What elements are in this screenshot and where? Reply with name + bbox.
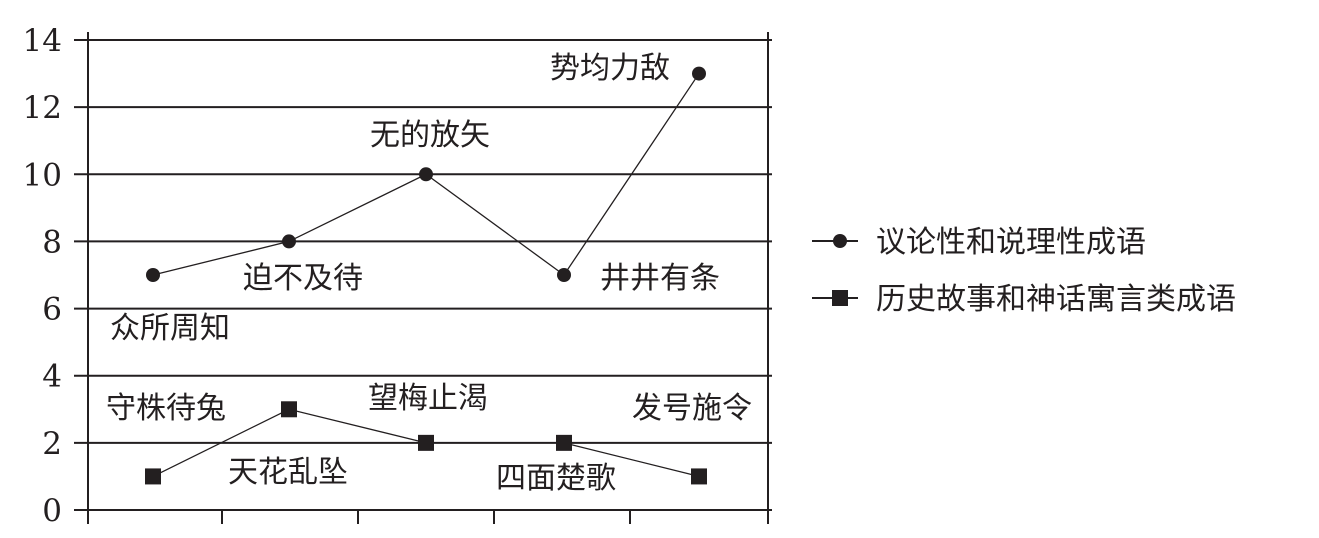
data-point-square (281, 401, 297, 418)
y-tick-label: 12 (23, 90, 62, 126)
legend-marker-square (832, 290, 848, 306)
data-point-circle (282, 234, 296, 249)
data-point-circle (146, 268, 160, 282)
data-point-square (145, 468, 161, 485)
point-label: 发号施令 (632, 391, 752, 426)
point-label: 井井有条 (600, 261, 720, 296)
point-label: 望梅止渴 (368, 381, 488, 416)
point-label: 势均力敌 (550, 51, 670, 86)
legend-label: 议论性和说理性成语 (876, 225, 1146, 260)
legend-marker-circle (833, 234, 847, 248)
y-tick-label: 6 (42, 292, 62, 328)
point-label: 迫不及待 (243, 261, 363, 296)
data-point-circle (692, 66, 706, 81)
data-point-circle (419, 167, 433, 182)
point-label: 天花乱坠 (228, 455, 348, 490)
data-point-circle (557, 268, 571, 282)
y-tick-label: 2 (42, 426, 62, 462)
y-tick-label: 0 (42, 493, 62, 529)
y-tick-label: 10 (23, 157, 62, 193)
y-tick-label: 8 (42, 224, 62, 260)
point-label: 守株待兔 (106, 391, 226, 426)
point-label: 四面楚歌 (496, 461, 616, 496)
data-point-square (556, 434, 572, 451)
point-label: 无的放矢 (370, 118, 490, 153)
data-point-square (418, 434, 434, 451)
y-tick-label: 4 (42, 359, 62, 395)
data-point-square (691, 468, 707, 485)
point-label: 众所周知 (110, 311, 230, 346)
legend-label: 历史故事和神话寓言类成语 (876, 282, 1236, 317)
y-tick-label: 14 (23, 23, 62, 59)
